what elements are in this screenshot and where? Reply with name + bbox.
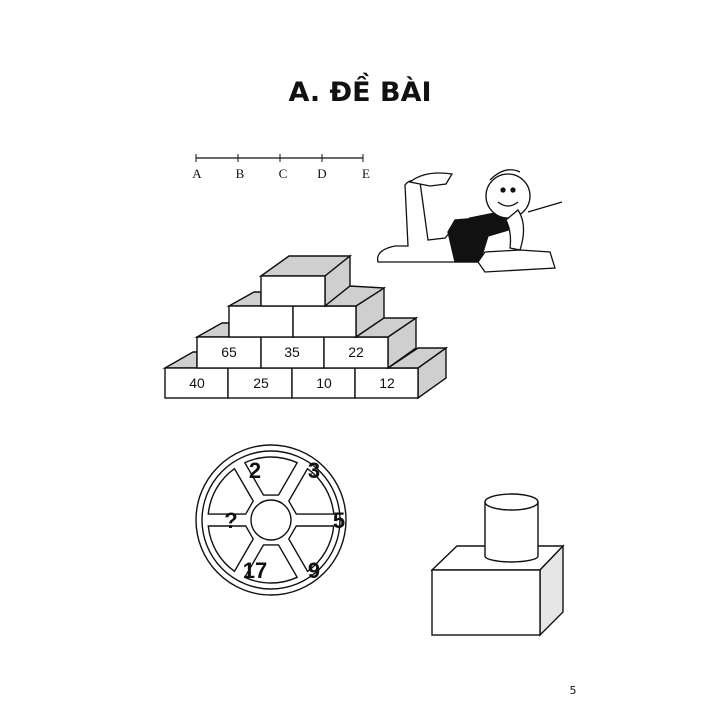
brick-pyramid: 40 25 10 12 65 35 22 <box>162 254 449 400</box>
brick-value: 12 <box>379 375 395 391</box>
wheel-sector <box>243 544 299 584</box>
brick-value: 40 <box>189 375 205 391</box>
boy-reading-illustration <box>376 169 563 273</box>
brick <box>164 367 229 399</box>
wheel-sector <box>207 467 255 515</box>
wheel-number: 3 <box>308 458 320 483</box>
number-line: A B C D E <box>192 154 370 181</box>
brick-value: 10 <box>316 375 332 391</box>
brick-value: 25 <box>253 375 269 391</box>
wheel-number: 5 <box>333 508 345 533</box>
brick-value: 22 <box>348 344 364 360</box>
brick <box>227 367 293 399</box>
box-with-cylinder <box>430 493 565 637</box>
wheel-number: 2 <box>249 458 261 483</box>
wheel-number: 9 <box>308 558 320 583</box>
wheel-sector <box>287 525 335 573</box>
brick-value: 65 <box>221 344 237 360</box>
page-number: 5 <box>570 684 577 697</box>
point-label: B <box>236 166 245 181</box>
point-label: D <box>317 166 326 181</box>
wheel-number-unknown: ? <box>224 508 237 533</box>
point-label: E <box>362 166 370 181</box>
wheel-sector <box>207 525 255 573</box>
point-label: A <box>192 166 202 181</box>
wheel-sector <box>243 456 299 496</box>
number-wheel: 2 3 5 9 17 ? <box>195 444 347 596</box>
brick-value: 35 <box>284 344 300 360</box>
point-label: C <box>279 166 288 181</box>
wheel-sector <box>287 467 335 515</box>
page-title: A. ĐỀ BÀI <box>288 73 431 108</box>
wheel-number: 17 <box>243 558 267 583</box>
